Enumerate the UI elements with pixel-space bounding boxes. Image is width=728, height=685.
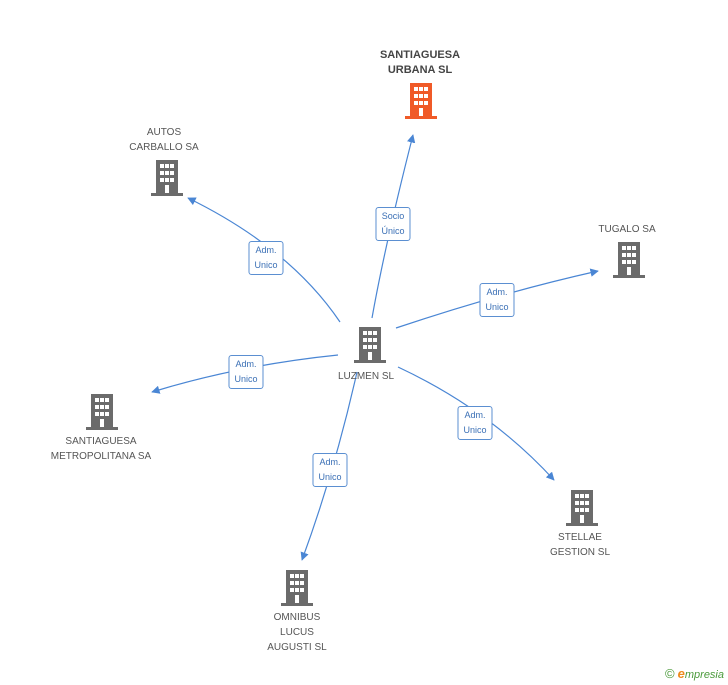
edge-label-omnibus[interactable]: Adm. Unico [312, 453, 348, 487]
building-icon-autos-carballo[interactable] [151, 160, 183, 196]
edge-label-santiaguesa-urbana[interactable]: Socio Único [375, 207, 411, 241]
edge-label-santiaguesa-metropolitana[interactable]: Adm. Unico [228, 355, 264, 389]
edge-label-stellae[interactable]: Adm. Unico [457, 406, 493, 440]
footer-brand: © empresia [665, 666, 724, 681]
building-icon-tugalo[interactable] [613, 242, 645, 278]
brand-logo-initial: e [677, 666, 685, 681]
copyright-icon: © [665, 666, 675, 681]
building-icon-santiaguesa-urbana[interactable] [405, 83, 437, 119]
node-label-santiaguesa-metropolitana[interactable]: SANTIAGUESA METROPOLITANA SA [50, 436, 152, 462]
node-label-santiaguesa-urbana[interactable]: SANTIAGUESA URBANA SL [379, 49, 461, 76]
node-label-tugalo[interactable]: TUGALO SA [598, 224, 656, 235]
building-icon-santiaguesa-metropolitana[interactable] [86, 394, 118, 430]
node-label-stellae[interactable]: STELLAE GESTION SL [549, 532, 611, 558]
brand-name: mpresia [684, 669, 724, 681]
building-icon-stellae[interactable] [566, 490, 598, 526]
edge-label-tugalo[interactable]: Adm. Unico [479, 283, 515, 317]
node-label-autos-carballo[interactable]: AUTOS CARBALLO SA [129, 127, 199, 153]
node-label-omnibus[interactable]: OMNIBUS LUCUS AUGUSTI SL [267, 612, 327, 653]
edge-label-autos-carballo[interactable]: Adm. Unico [248, 241, 284, 275]
building-icon-omnibus[interactable] [281, 570, 313, 606]
building-icon-luzmen[interactable] [354, 327, 386, 363]
node-label-luzmen[interactable]: LUZMEN SL [337, 371, 395, 382]
